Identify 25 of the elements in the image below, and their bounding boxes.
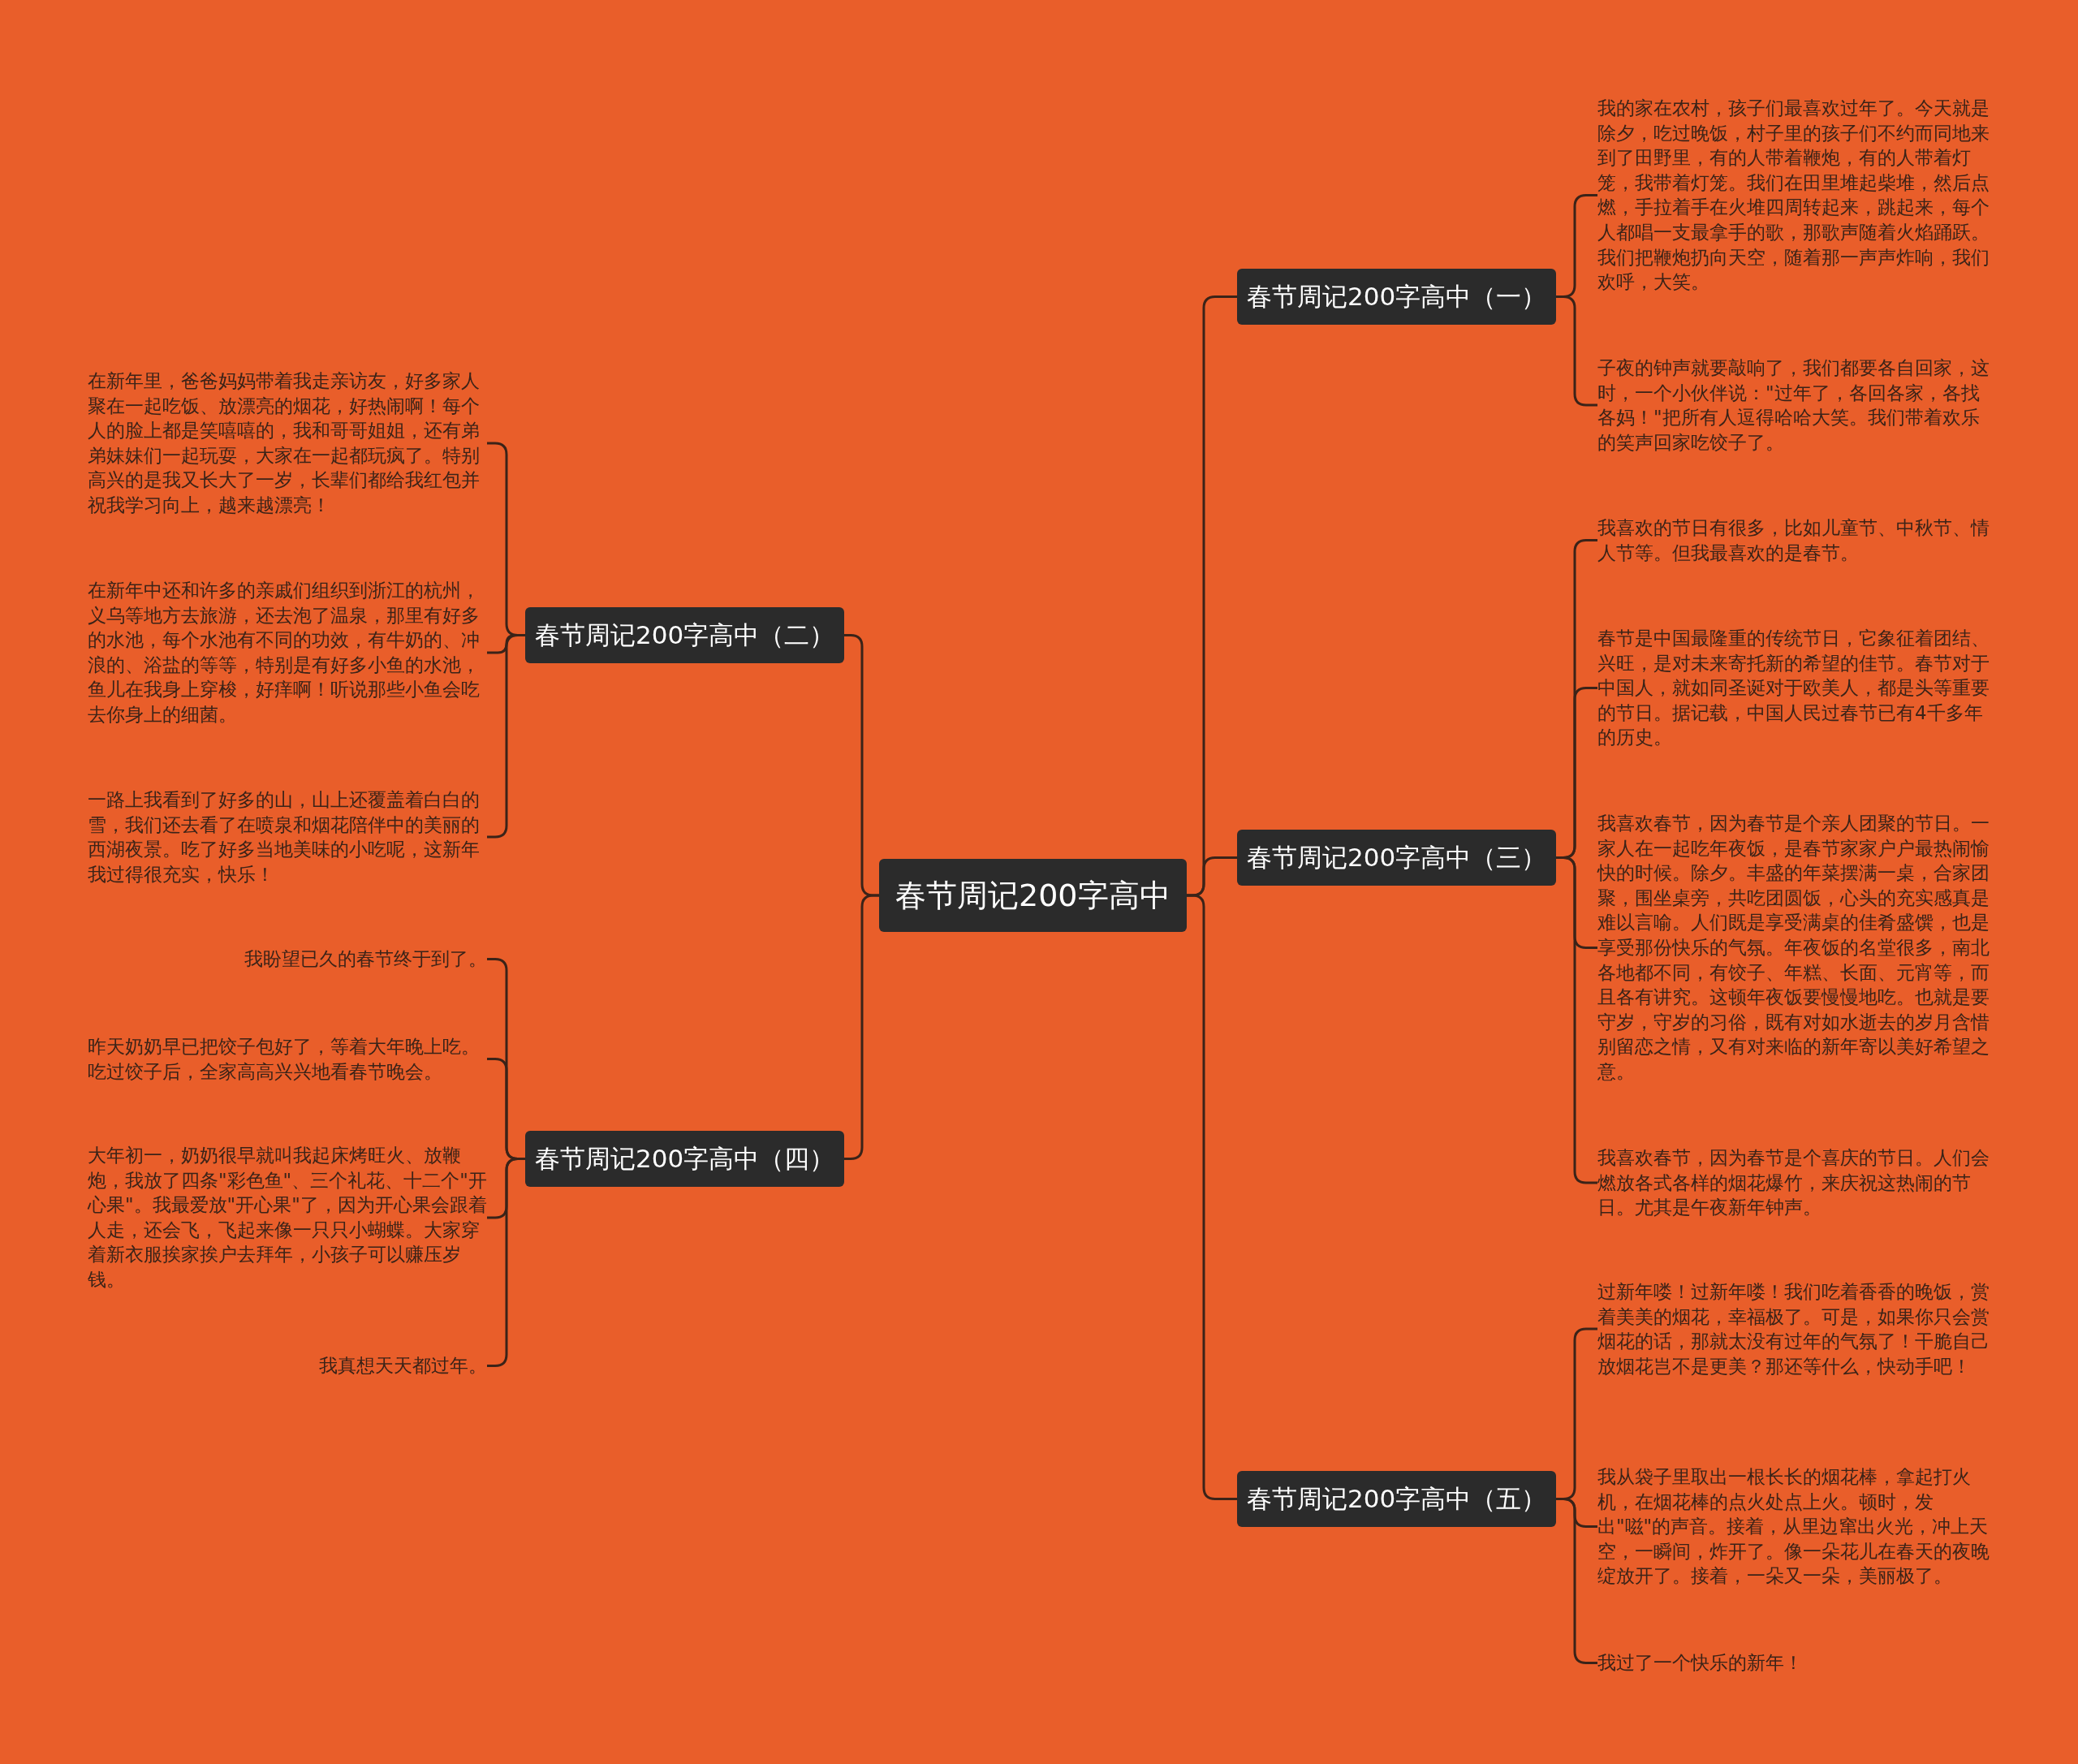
paragraph-text: 春节是中国最隆重的传统节日，它象征着团结、兴旺，是对未来寄托新的希望的佳节。春节对于中国人，就如同圣诞对于欧美人，都是头等重要的节日。据记载，中国人民过春节已有4千多年的历史。 [1597, 626, 1997, 750]
paragraph-text: 子夜的钟声就要敲响了，我们都要各自回家，这时，一个小伙伴说："过年了，各回各家，各找各妈！"把所有人逗得哈哈大笑。我们带着欢乐的笑声回家吃饺子了。 [1597, 356, 1997, 455]
central-topic-box: 春节周记200字高中 [879, 859, 1187, 932]
paragraph-text: 我过了一个快乐的新年！ [1597, 1650, 1997, 1676]
paragraph-text: 昨天奶奶早已把饺子包好了，等着大年晚上吃。吃过饺子后，全家高高兴兴地看春节晚会。 [88, 1034, 487, 1085]
connector-line [844, 894, 879, 1160]
topic-box: 春节周记200字高中（二） [525, 607, 845, 663]
paragraph-text: 过新年喽！过新年喽！我们吃着香香的晚饭，赏着美美的烟花，幸福极了。可是，如果你只会赏烟花的话，那就太没有过年的气氛了！干脆自己放烟花岂不是更美？那还等什么，快动手吧！ [1597, 1279, 1997, 1379]
connector-line [1187, 894, 1237, 1500]
topic-box: 春节周记200字高中（四） [525, 1131, 845, 1187]
paragraph-text: 一路上我看到了好多的山，山上还覆盖着白白的雪，我们还去看了在喷泉和烟花陪伴中的美丽的西湖夜景。吃了好多当地美味的小吃呢，这新年我过得很充实，快乐！ [88, 787, 487, 887]
connector-line [1556, 856, 1597, 1184]
paragraph-text: 在新年里，爸爸妈妈带着我走亲访友，好多家人聚在一起吃饭、放漂亮的烟花，好热闹啊！每个人的脸上都是笑嘻嘻的，我和哥哥姐姐，还有弟弟妹妹们一起玩耍，大家在一起都玩疯了。特别高兴的是我又长大了一岁，长辈们都给我红包并祝我学习向上，越来越漂亮！ [88, 369, 487, 518]
paragraph-text: 我真想天天都过年。 [88, 1353, 487, 1378]
paragraph-text: 我喜欢的节日有很多，比如儿童节、中秋节、情人节等。但我最喜欢的是春节。 [1597, 515, 1997, 566]
paragraph-text: 我喜欢春节，因为春节是个亲人团聚的节日。一家人在一起吃年夜饭，是春节家家户户最热闹愉快的时候。除夕。丰盛的年菜摆满一桌，合家团聚，围坐桌旁，共吃团圆饭，心头的充实感真是难以言喻。人们既是享受满桌的佳肴盛馔，也是享受那份快乐的气氛。年夜饭的名堂很多，南北各地都不同，有饺子、年糕、长面、元宵等，而且各有讲究。这顿年夜饭要慢慢地吃。也就是要守岁，守岁的习俗，既有对如水逝去的岁月含惜别留恋之情，又有对来临的新年寄以美好希望之意。 [1597, 811, 1997, 1085]
topic-box: 春节周记200字高中（三） [1237, 830, 1557, 886]
paragraph-text: 我从袋子里取出一根长长的烟花棒，拿起打火机，在烟花棒的点火处点上火。顿时，发出"嗞"的声音。接着，从里边窜出火光，冲上天空，一瞬间，炸开了。像一朵花儿在春天的夜晚绽放开了。接着，一朵又一朵，美丽极了。 [1597, 1464, 1997, 1589]
topic-box: 春节周记200字高中（一） [1237, 269, 1557, 325]
topic-box: 春节周记200字高中（五） [1237, 1471, 1557, 1527]
paragraph-text: 我的家在农村，孩子们最喜欢过年了。今天就是除夕，吃过晚饭，村子里的孩子们不约而同地来到了田野里，有的人带着鞭炮，有的人带着灯笼，我带着灯笼。我们在田里堆起柴堆，然后点燃，手拉着手在火堆四周转起来，跳起来，每个人都唱一支最拿手的歌，那歌声随着火焰踊跃。我们把鞭炮扔向天空，随着那一声声炸响，我们欢呼，大笑。 [1597, 96, 1997, 295]
paragraph-text: 大年初一，奶奶很早就叫我起床烤旺火、放鞭炮，我放了四条"彩色鱼"、三个礼花、十二个"开心果"。我最爱放"开心果"了，因为开心果会跟着人走，还会飞，飞起来像一只只小蝴蝶。大家穿着新衣服挨家挨户去拜年，小孩子可以赚压岁钱。 [88, 1143, 487, 1292]
paragraph-text: 我盼望已久的春节终于到了。 [88, 947, 487, 972]
paragraph-text: 在新年中还和许多的亲戚们组织到浙江的杭州，义乌等地方去旅游，还去泡了温泉，那里有好多的水池，每个水池有不同的功效，有牛奶的、冲浪的、浴盐的等等，特别是有好多小鱼的水池，鱼儿在我身上穿梭，好痒啊！听说那些小鱼会吃去你身上的细菌。 [88, 578, 487, 727]
paragraph-text: 我喜欢春节，因为春节是个喜庆的节日。人们会燃放各式各样的烟花爆竹，来庆祝这热闹的节日。尤其是午夜新年钟声。 [1597, 1145, 1997, 1220]
